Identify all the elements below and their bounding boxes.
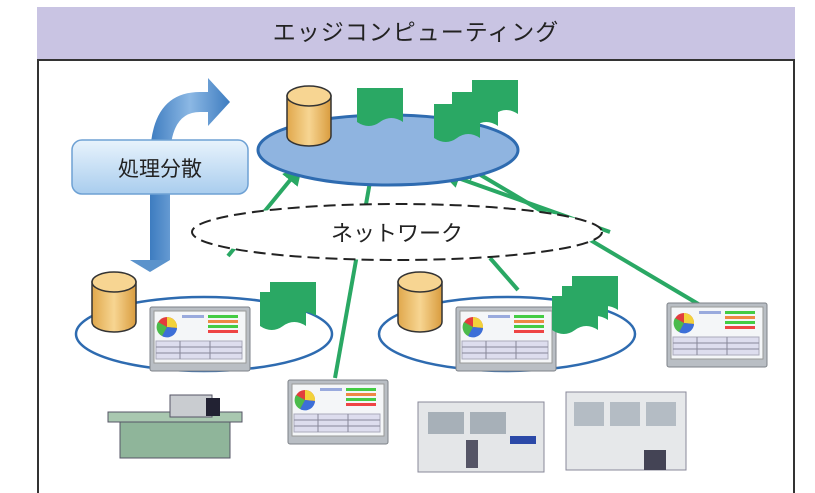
edge-right-monitor-icon	[455, 306, 557, 372]
title-bar: エッジコンピューティング	[37, 7, 795, 61]
edge-left-database-icon	[91, 271, 137, 333]
network-label: ネットワーク	[331, 222, 463, 247]
machine-right-icon	[565, 391, 687, 471]
process-box	[71, 139, 249, 195]
machine-left-icon	[107, 394, 243, 459]
frame-right-border	[793, 7, 795, 493]
edge-left-monitor-icon	[149, 306, 251, 372]
process-arrow-head	[130, 260, 170, 272]
standalone-monitor-right-icon	[666, 302, 768, 368]
process-label: 処理分散	[118, 157, 202, 181]
edge-right-database-icon	[397, 271, 443, 333]
process-arrow-icon	[150, 78, 230, 260]
standalone-monitor-center-icon	[287, 379, 389, 445]
network-ellipse	[191, 203, 603, 261]
machine-center-icon	[417, 401, 545, 473]
diagram-title: エッジコンピューティング	[272, 20, 560, 46]
frame-left-border	[37, 7, 39, 493]
cloud-database-icon	[286, 85, 332, 147]
